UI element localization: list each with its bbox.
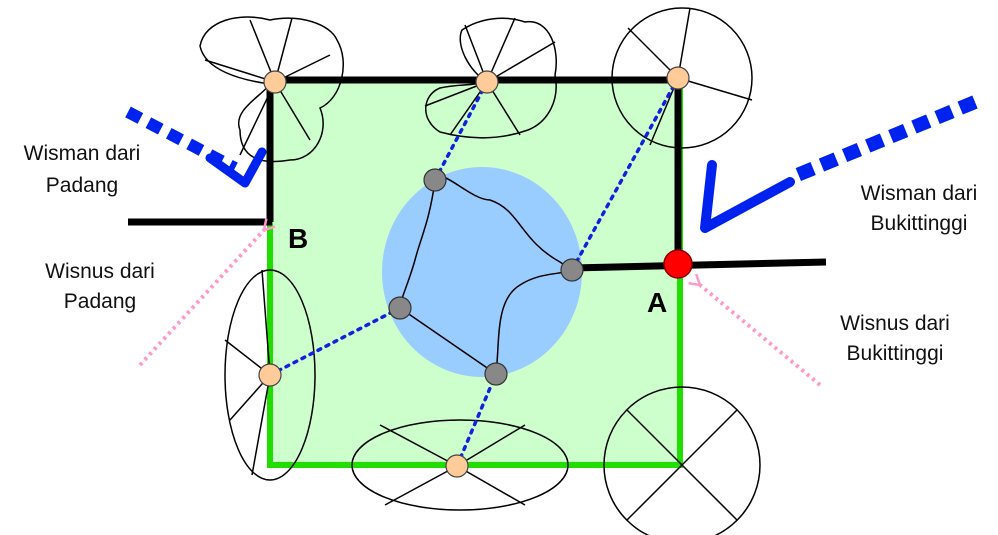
inner-roads [399, 175, 573, 375]
wisnus-padang-label: Wisnus dari Padang [45, 260, 155, 313]
svg-text:Wisnus dari: Wisnus dari [840, 312, 950, 335]
inner-node [484, 362, 508, 386]
svg-text:Padang: Padang [46, 174, 118, 197]
wisman-routes [125, 95, 978, 233]
svg-text:Wisnus dari: Wisnus dari [45, 260, 155, 283]
gate-label-b: B [288, 223, 308, 254]
attraction-node [263, 70, 287, 94]
link-paths [268, 76, 680, 468]
wisman-padang-label: Wisman dari Padang [24, 142, 141, 197]
wisnus-bukittinggi-route [700, 285, 822, 387]
wisman-bukittinggi-arrow [700, 160, 795, 233]
wisman-bukittinggi-label: Wisman dari Bukittinggi [861, 182, 978, 235]
core-zone [382, 167, 582, 377]
attraction-nodes [258, 66, 690, 478]
inner-node [560, 258, 584, 282]
attraction-node [258, 363, 282, 387]
svg-text:Wisman dari: Wisman dari [861, 182, 978, 205]
wisman-padang-arrow [205, 147, 267, 188]
svg-text:Wisman dari: Wisman dari [24, 142, 141, 165]
inner-node [423, 168, 447, 192]
wisnus-routes [138, 230, 822, 387]
attraction-node [445, 454, 469, 478]
inner-node [388, 296, 412, 320]
gate-node-a [663, 249, 693, 279]
svg-text:Bukittinggi: Bukittinggi [871, 212, 968, 235]
svg-text:Padang: Padang [64, 290, 136, 313]
wisnus-padang-route [138, 230, 264, 367]
gate-label-a: A [647, 287, 667, 318]
attraction-node [666, 66, 690, 90]
attraction-node [475, 70, 499, 94]
wisnus-bukittinggi-label: Wisnus dari Bukittinggi [840, 312, 950, 365]
wisman-bukittinggi-route [787, 95, 978, 185]
svg-text:Bukittinggi: Bukittinggi [847, 342, 944, 365]
inner-nodes [388, 168, 584, 386]
roads [128, 76, 827, 272]
